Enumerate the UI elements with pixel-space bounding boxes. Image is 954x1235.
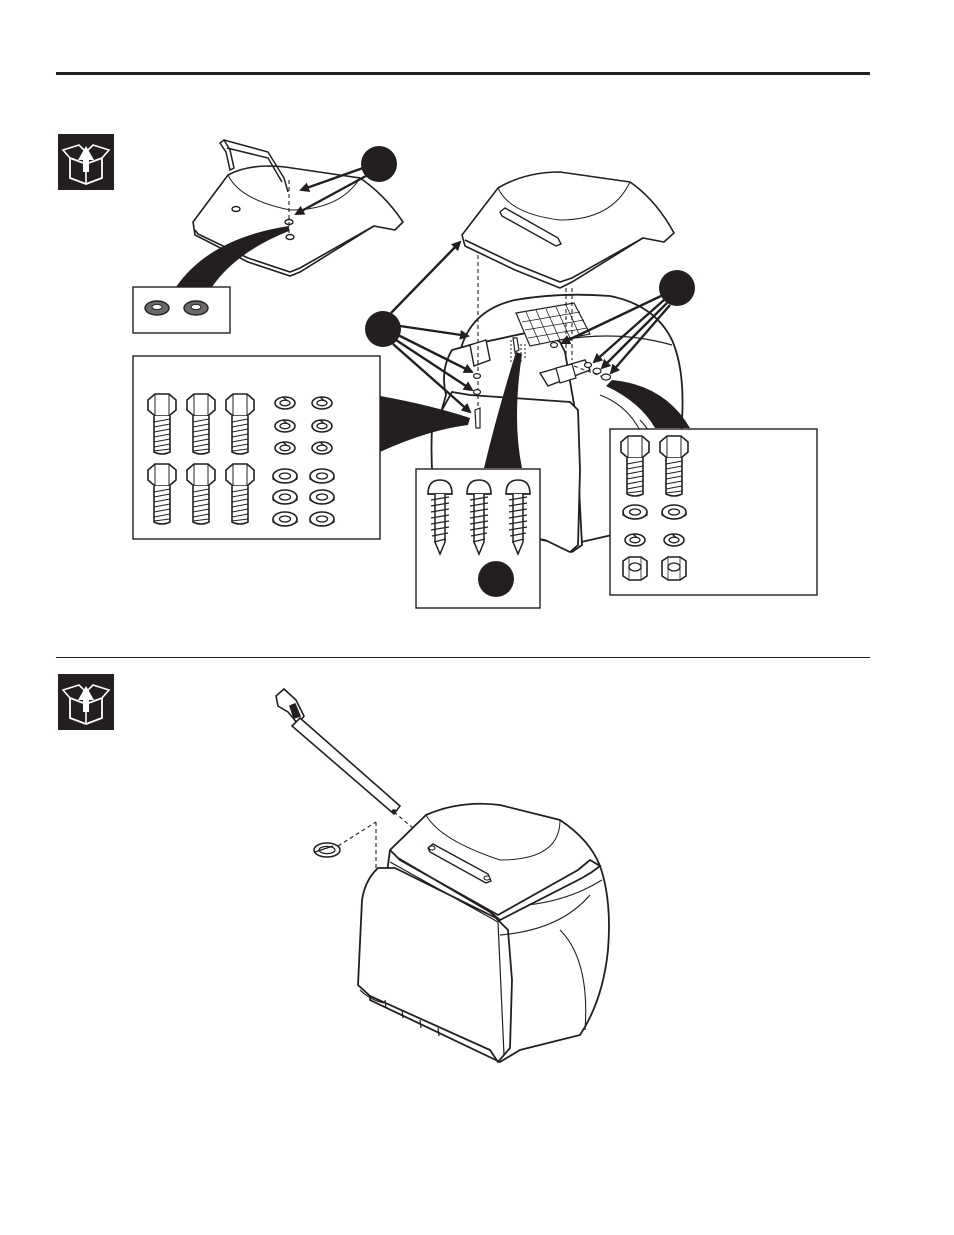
- lock-washer: [275, 442, 295, 454]
- callout-circle: [361, 146, 397, 182]
- open-parts-box-icon: [58, 674, 114, 730]
- washer: [184, 301, 208, 315]
- lock-washer: [275, 397, 295, 409]
- washer: [145, 301, 169, 315]
- handle-rod: [276, 689, 400, 814]
- cover-large: [462, 172, 674, 288]
- open-parts-box-icon: [58, 134, 114, 190]
- callout-circle: [365, 311, 401, 347]
- lock-washer: [312, 442, 332, 454]
- flat-washer: [273, 469, 297, 483]
- bagger-assembly: [358, 804, 609, 1062]
- lock-washer: [312, 397, 332, 409]
- flat-washer: [623, 505, 647, 519]
- flat-washer: [310, 512, 334, 526]
- flat-washer: [273, 512, 297, 526]
- hex-nut: [623, 557, 647, 580]
- lock-washer: [664, 534, 684, 546]
- flat-washer: [273, 490, 297, 504]
- flat-washer: [662, 505, 686, 519]
- lock-washer: [312, 420, 332, 432]
- flat-washer: [310, 469, 334, 483]
- flat-washer: [310, 490, 334, 504]
- hex-nut: [662, 557, 686, 580]
- callout-circle: [478, 561, 514, 597]
- hair-pin-clip: [314, 822, 376, 857]
- lock-washer: [275, 420, 295, 432]
- lock-washer: [625, 534, 645, 546]
